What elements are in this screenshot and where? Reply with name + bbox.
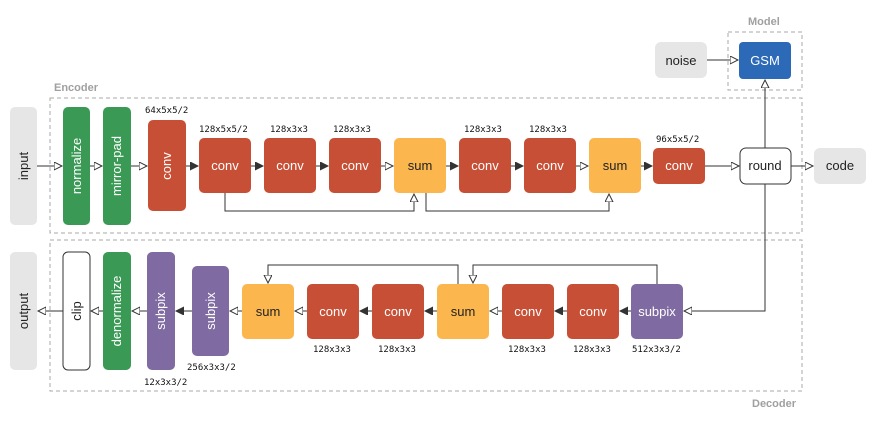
enc-sum1-node: sum <box>394 138 446 193</box>
encoder-connections <box>37 60 813 311</box>
dec-conv4-param: 128x3x3 <box>573 345 611 355</box>
enc-sum1-label: sum <box>408 158 433 173</box>
denormalize-node: denormalize <box>103 252 131 370</box>
dec-sum1-node: sum <box>242 284 294 339</box>
mirror-pad-label: mirror-pad <box>109 136 124 196</box>
edge-round-subpix3 <box>684 184 766 311</box>
dec-conv1-node: conv <box>307 284 359 339</box>
decoder-section-border <box>49 239 803 392</box>
dec-subpix2-label: subpix <box>203 292 218 330</box>
dec-sum2-node: sum <box>437 284 489 339</box>
normalize-node: normalize <box>63 107 90 225</box>
enc-conv3-label: conv <box>276 158 304 173</box>
dec-subpix1-label: subpix <box>153 292 168 330</box>
enc-conv4-label: conv <box>341 158 369 173</box>
dec-conv3-param: 128x3x3 <box>508 345 546 355</box>
enc-sum2-label: sum <box>603 158 628 173</box>
enc-conv5-param: 128x3x3 <box>464 125 502 135</box>
enc-conv4-node: conv <box>329 138 381 193</box>
decoder-section-label: Decoder <box>752 398 797 410</box>
code-node: code <box>814 148 866 184</box>
dec-subpix1-param: 12x3x3/2 <box>144 378 187 388</box>
enc-sum2-node: sum <box>589 138 641 193</box>
round-node: round <box>739 147 792 185</box>
enc-conv1-param: 64x5x5/2 <box>145 106 188 116</box>
dec-conv4-label: conv <box>579 304 607 319</box>
edge-skip-dec2 <box>473 264 658 284</box>
noise-label: noise <box>665 53 696 68</box>
enc-conv5-label: conv <box>471 158 499 173</box>
input-node: input <box>10 107 37 225</box>
mirror-pad-node: mirror-pad <box>103 107 131 225</box>
dec-subpix2-param: 256x3x3/2 <box>187 363 236 373</box>
dec-conv1-param: 128x3x3 <box>313 345 351 355</box>
enc-conv7-label: conv <box>665 158 693 173</box>
dec-subpix2-node: subpix <box>192 266 229 356</box>
decoder-connections <box>38 264 658 311</box>
gsm-label: GSM <box>750 53 780 68</box>
denormalize-label: denormalize <box>109 276 124 347</box>
dec-conv3-label: conv <box>514 304 542 319</box>
normalize-label: normalize <box>69 138 84 194</box>
enc-conv2-label: conv <box>211 158 239 173</box>
noise-node: noise <box>655 42 707 78</box>
encoder-section-label: Encoder <box>54 82 99 94</box>
enc-conv3-param: 128x3x3 <box>270 125 308 135</box>
output-node: output <box>10 252 37 370</box>
enc-conv5-node: conv <box>459 138 511 193</box>
enc-conv6-param: 128x3x3 <box>529 125 567 135</box>
dec-conv2-param: 128x3x3 <box>378 345 416 355</box>
output-label: output <box>16 293 31 330</box>
enc-conv4-param: 128x3x3 <box>333 125 371 135</box>
input-label: input <box>16 152 31 181</box>
enc-conv6-node: conv <box>524 138 576 193</box>
dec-sum2-label: sum <box>451 304 476 319</box>
enc-conv1-label: conv <box>159 152 174 180</box>
gsm-node: GSM <box>739 42 791 79</box>
clip-node: clip <box>62 251 91 371</box>
enc-conv1-node: conv <box>148 120 186 211</box>
edge-skip-enc2 <box>425 193 609 212</box>
enc-conv7-node: conv <box>653 148 705 184</box>
dec-subpix3-label: subpix <box>638 304 676 319</box>
edge-skip-enc1 <box>224 193 414 212</box>
dec-sum1-label: sum <box>256 304 281 319</box>
dec-subpix1-node: subpix <box>147 252 175 370</box>
dec-conv2-label: conv <box>384 304 412 319</box>
dec-conv1-label: conv <box>319 304 347 319</box>
dec-conv4-node: conv <box>567 284 619 339</box>
code-label: code <box>826 158 854 173</box>
clip-label: clip <box>69 301 84 321</box>
enc-conv6-label: conv <box>536 158 564 173</box>
enc-conv7-param: 96x5x5/2 <box>656 135 699 145</box>
dec-subpix3-node: subpix <box>631 284 683 339</box>
enc-conv2-param: 128x5x5/2 <box>199 125 248 135</box>
edge-skip-dec1 <box>268 264 459 284</box>
enc-conv2-node: conv <box>199 138 251 193</box>
round-label: round <box>748 158 781 173</box>
dec-conv3-node: conv <box>502 284 554 339</box>
dec-subpix3-param: 512x3x3/2 <box>632 345 681 355</box>
enc-conv3-node: conv <box>264 138 316 193</box>
dec-conv2-node: conv <box>372 284 424 339</box>
model-section-label: Model <box>748 16 780 28</box>
